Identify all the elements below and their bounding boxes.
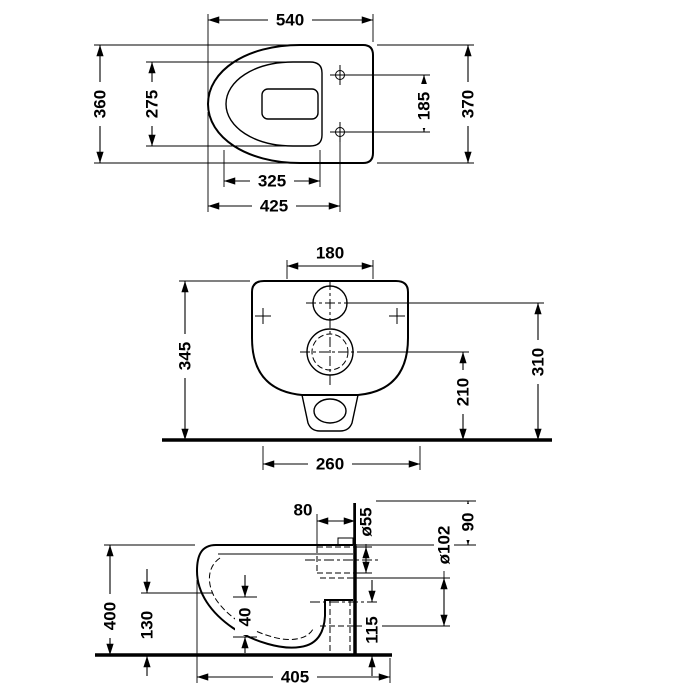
- seat-opening: [225, 61, 323, 147]
- svg-text:130: 130: [138, 611, 157, 639]
- front-bowl-lower: [301, 394, 359, 432]
- svg-text:325: 325: [258, 172, 286, 191]
- svg-text:370: 370: [459, 90, 478, 118]
- svg-text:40: 40: [236, 608, 255, 627]
- svg-text:90: 90: [459, 513, 478, 532]
- dim-label-base-width: 260: [308, 454, 352, 474]
- fixing-point-top-upper: [330, 65, 350, 85]
- svg-text:310: 310: [529, 348, 548, 376]
- dim-label-inlet-center-height: 310: [528, 340, 548, 384]
- dim-label-overall-width: 360: [90, 82, 110, 126]
- dim-label-inlet-spacing: 180: [316, 244, 344, 263]
- svg-text:540: 540: [276, 11, 304, 30]
- fixing-point-top-lower: [330, 122, 350, 142]
- dim-label-inlet-diameter: ø55: [356, 500, 376, 544]
- svg-text:425: 425: [260, 197, 288, 216]
- svg-text:275: 275: [143, 90, 162, 118]
- fixing-point-front-right: [389, 308, 405, 324]
- svg-text:260: 260: [316, 455, 344, 474]
- dim-label-inner-width: 275: [142, 82, 162, 126]
- dim-label-inlet-projection: 80: [294, 501, 313, 520]
- dim-label-clearance: 40: [235, 599, 255, 635]
- dim-label-drain-center-height: 210: [453, 370, 473, 414]
- dim-label-height: 345: [175, 334, 195, 378]
- svg-text:185: 185: [415, 92, 434, 120]
- fixing-point-front-left: [255, 308, 271, 324]
- dim-label-right-width: 370: [458, 82, 478, 126]
- side-profile-outline: [195, 544, 353, 649]
- dim-label-drain-height: 130: [137, 603, 157, 647]
- dim-label-fixing-depth: 425: [252, 196, 296, 216]
- svg-text:210: 210: [454, 378, 473, 406]
- outlet-ellipse: [313, 398, 347, 424]
- svg-text:400: 400: [101, 602, 120, 630]
- svg-text:115: 115: [363, 616, 382, 643]
- dim-label-drain-diameter: ø102: [434, 519, 454, 571]
- svg-text:360: 360: [91, 90, 110, 118]
- dim-label-top-clearance: 90: [458, 504, 478, 540]
- front-view: 180 345 210 310 260: [162, 244, 552, 474]
- dim-label-outlet-height: 115: [362, 608, 382, 652]
- side-view: 80 ø55 ø102 90 400 130 40 405: [95, 500, 478, 687]
- svg-text:ø55: ø55: [357, 507, 376, 536]
- dim-label-overall-depth: 540: [268, 10, 312, 30]
- svg-text:ø102: ø102: [435, 526, 454, 565]
- seat-hinge: [337, 537, 354, 546]
- svg-text:405: 405: [281, 668, 309, 687]
- svg-text:345: 345: [176, 342, 195, 370]
- bowl-outline-top: [206, 44, 374, 164]
- dim-label-inner-depth: 325: [250, 171, 294, 191]
- inner-bowl-hidden-line: [208, 557, 315, 640]
- dim-label-overall-depth-side: 405: [273, 667, 317, 687]
- top-view: 540 360 275 185 370 325 425: [90, 10, 478, 216]
- flush-opening: [261, 88, 319, 120]
- dim-label-rim-height: 400: [100, 594, 120, 638]
- dim-label-fixing-distance: 185: [414, 84, 434, 128]
